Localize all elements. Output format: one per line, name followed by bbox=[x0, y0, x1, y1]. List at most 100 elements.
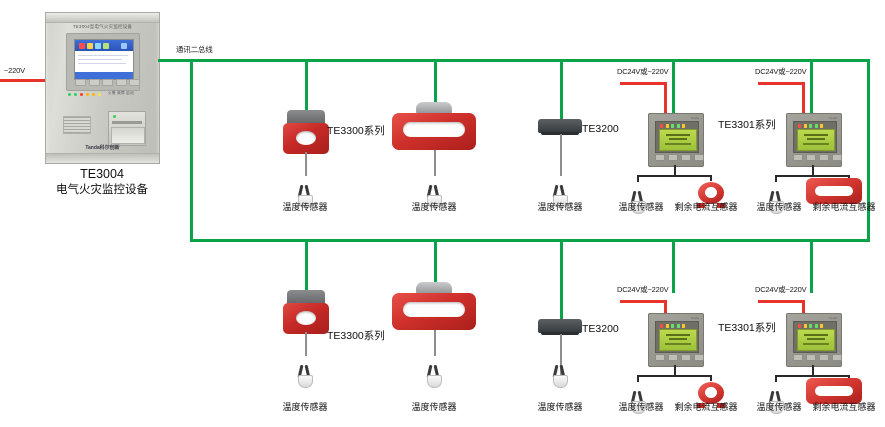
warning-icon bbox=[87, 42, 93, 49]
meter-button-row[interactable] bbox=[793, 354, 842, 361]
temperature-probe-bottom-2[interactable] bbox=[423, 352, 445, 388]
rct-foot-right bbox=[717, 203, 725, 208]
softkey-1[interactable] bbox=[75, 79, 86, 86]
dc-power-label-bottom-2: DC24V或~220V bbox=[755, 285, 807, 294]
cabinet-caption: TE3004 电气火灾监控设备 bbox=[22, 166, 182, 198]
meter-button-row[interactable] bbox=[655, 154, 704, 161]
drop-line-top-3 bbox=[560, 59, 563, 121]
residual-current-transformer-bottom-1[interactable] bbox=[696, 380, 726, 408]
meter-button-1[interactable] bbox=[793, 154, 803, 161]
dc-power-label-top-2: DC24V或~220V bbox=[755, 67, 807, 76]
cabinet-lcd-screen[interactable] bbox=[74, 39, 134, 80]
temp-sensor-caption-bottom-1: 温度传感器 bbox=[282, 402, 328, 412]
softkey-3[interactable] bbox=[102, 79, 113, 86]
temperature-probe-bottom-3[interactable] bbox=[549, 352, 571, 388]
rct-caption-bottom-1: 剩余电流互感器 bbox=[674, 402, 738, 412]
meter-lead-branch-top-1 bbox=[637, 175, 711, 177]
meter-lead-trunk-bottom-2 bbox=[812, 365, 814, 376]
bus-right-riser bbox=[867, 59, 870, 242]
softkey-5[interactable] bbox=[129, 79, 140, 86]
drop-line-top-1 bbox=[305, 59, 308, 112]
residual-current-transformer-bottom-2[interactable] bbox=[806, 378, 862, 404]
rct-foot-right bbox=[717, 403, 725, 408]
screen-content-area bbox=[75, 51, 133, 70]
ct-aperture bbox=[403, 302, 465, 317]
temperature-probe-bottom-4[interactable] bbox=[627, 378, 649, 414]
meter-button-3[interactable] bbox=[819, 354, 829, 361]
meter-button-2[interactable] bbox=[806, 354, 816, 361]
te3301-meter-top-1[interactable]: Tanda bbox=[648, 113, 704, 167]
meter-button-4[interactable] bbox=[694, 354, 704, 361]
te3300-small-ct-bottom[interactable] bbox=[283, 290, 329, 336]
drop-line-bottom-3 bbox=[560, 239, 563, 321]
meter-button-row[interactable] bbox=[655, 354, 704, 361]
dc-power-wire-v-bottom-1 bbox=[664, 300, 667, 313]
meter-button-3[interactable] bbox=[681, 354, 691, 361]
meter-button-2[interactable] bbox=[806, 154, 816, 161]
temperature-probe-top-4[interactable] bbox=[627, 178, 649, 214]
probe-tip bbox=[553, 195, 568, 208]
meter-lead-left-bottom-1 bbox=[637, 375, 639, 382]
temp-sensor-caption-top-5: 温度传感器 bbox=[756, 202, 802, 212]
meter-brand: Tanda bbox=[828, 316, 837, 320]
meter-button-2[interactable] bbox=[668, 354, 678, 361]
temperature-probe-top-2[interactable] bbox=[423, 172, 445, 208]
meter-faceplate bbox=[793, 321, 837, 353]
te3300-small-ct-top[interactable] bbox=[283, 110, 329, 156]
meter-button-3[interactable] bbox=[681, 154, 691, 161]
meter-button-4[interactable] bbox=[832, 154, 842, 161]
drop-line-top-4 bbox=[672, 59, 675, 113]
meter-button-4[interactable] bbox=[694, 154, 704, 161]
meter-led-power bbox=[814, 323, 818, 328]
te3004-control-cabinet[interactable]: TE3004型电气火灾监控设备 bbox=[45, 12, 160, 164]
meter-button-2[interactable] bbox=[668, 154, 678, 161]
temperature-probe-bottom-1[interactable] bbox=[294, 352, 316, 388]
meter-lead-trunk-bottom-1 bbox=[674, 365, 676, 376]
meter-led-test bbox=[820, 123, 823, 128]
te3301-meter-bottom-1[interactable]: Tanda bbox=[648, 313, 704, 367]
screen-softkey-row[interactable] bbox=[75, 79, 140, 86]
meter-button-3[interactable] bbox=[819, 154, 829, 161]
led-run bbox=[74, 93, 77, 96]
softkey-4[interactable] bbox=[115, 79, 127, 86]
printer-door[interactable] bbox=[111, 127, 145, 144]
probe-lead-bottom-1 bbox=[305, 332, 307, 356]
cabinet-name-label: 电气火灾监控设备 bbox=[56, 184, 148, 196]
meter-led-fault bbox=[803, 123, 807, 128]
temperature-probe-top-3[interactable] bbox=[549, 172, 571, 208]
meter-button-1[interactable] bbox=[793, 354, 803, 361]
te3300-series-label-top: TE3300系列 bbox=[327, 125, 385, 137]
te3200-label-bottom: TE3200 bbox=[582, 323, 619, 335]
probe-lead-bottom-2 bbox=[434, 330, 436, 356]
te3301-meter-top-2[interactable]: Tanda bbox=[786, 113, 842, 167]
meter-button-row[interactable] bbox=[793, 154, 842, 161]
probe-lead-bottom-3 bbox=[560, 334, 562, 376]
residual-current-transformer-top-2[interactable] bbox=[806, 178, 862, 204]
meter-brand: Tanda bbox=[690, 116, 699, 120]
te3200-module-bottom[interactable] bbox=[538, 319, 582, 335]
temperature-probe-top-1[interactable] bbox=[294, 172, 316, 208]
te3200-module-top[interactable] bbox=[538, 119, 582, 135]
te3301-meter-bottom-2[interactable]: Tanda bbox=[786, 313, 842, 367]
te3300-large-ct-bottom[interactable] bbox=[392, 282, 476, 330]
bus-left-riser bbox=[190, 59, 193, 242]
temp-sensor-caption-top-2: 温度传感器 bbox=[411, 202, 457, 212]
ct-aperture bbox=[296, 131, 316, 145]
te3300-large-ct-top[interactable] bbox=[392, 102, 476, 150]
cabinet-printer[interactable] bbox=[108, 111, 146, 146]
info-icon bbox=[95, 42, 101, 49]
cabinet-screen-bezel bbox=[66, 33, 140, 91]
meter-button-1[interactable] bbox=[655, 154, 665, 161]
meter-button-1[interactable] bbox=[655, 354, 665, 361]
meter-led-bar bbox=[798, 323, 823, 328]
temperature-probe-top-5[interactable] bbox=[765, 178, 787, 214]
residual-current-transformer-top-1[interactable] bbox=[696, 180, 726, 208]
dc-power-label-top-1: DC24V或~220V bbox=[617, 67, 669, 76]
softkey-2[interactable] bbox=[88, 79, 100, 86]
rct-foot-left bbox=[697, 203, 705, 208]
alarm-icon bbox=[79, 42, 85, 49]
rct-aperture bbox=[705, 387, 717, 398]
temperature-probe-bottom-5[interactable] bbox=[765, 378, 787, 414]
meter-button-4[interactable] bbox=[832, 354, 842, 361]
